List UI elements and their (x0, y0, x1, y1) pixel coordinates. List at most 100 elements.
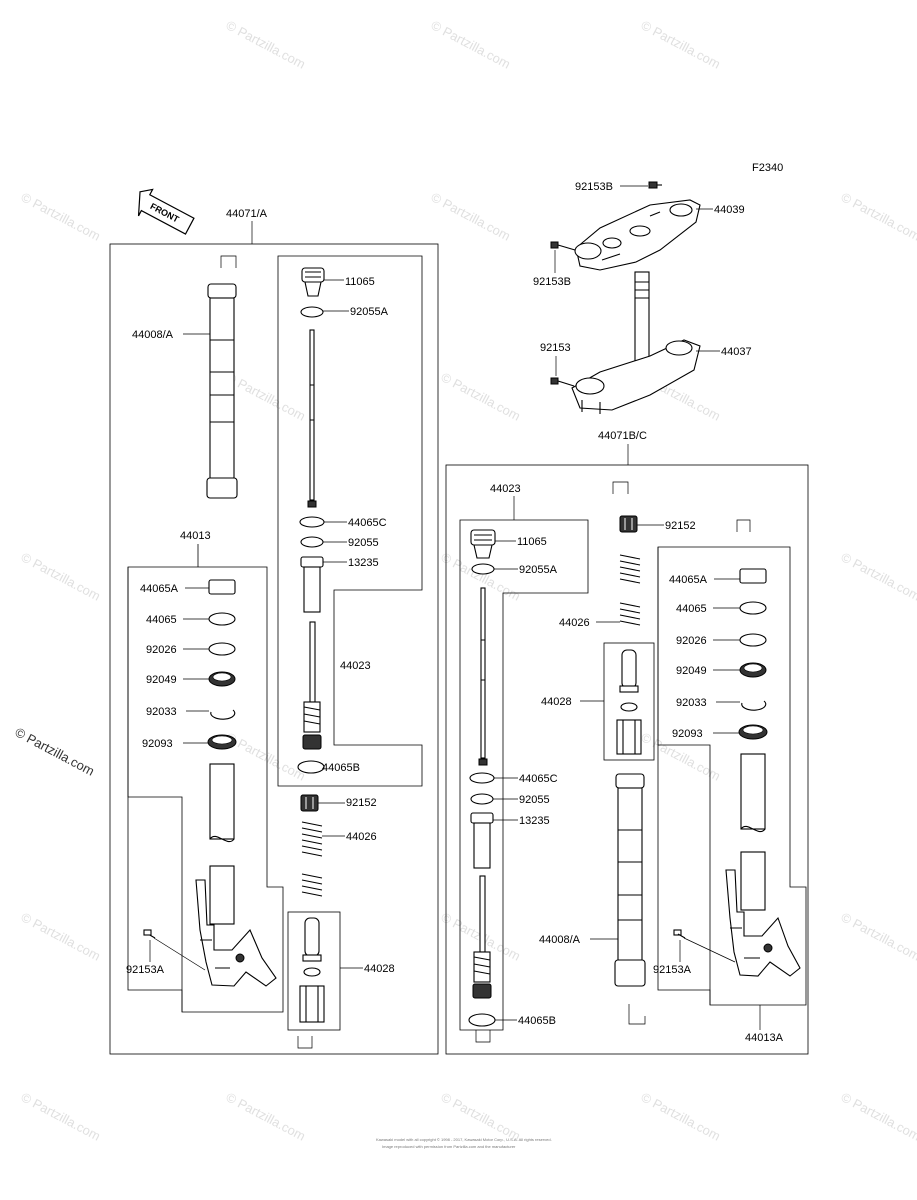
label-44065b-l: 44065B (322, 762, 360, 774)
cartridge-44028 (299, 917, 325, 1023)
watermark: © Partzilla.com (429, 17, 513, 71)
right-assembly-box (445, 464, 809, 1055)
oring-92055a (300, 306, 324, 318)
label-44065c-r: 44065C (519, 773, 558, 785)
cartridge-box-44023 (277, 255, 423, 787)
oring-92055a-r (471, 563, 495, 575)
spring-44026-r (619, 554, 641, 626)
label-92055-r: 92055 (519, 794, 550, 806)
label-92153b: 92153B (533, 276, 571, 288)
label-92153: 92153 (540, 342, 571, 354)
nut-92152 (300, 794, 319, 812)
label-13235-r: 13235 (519, 815, 550, 827)
label-44028-r: 44028 (541, 696, 572, 708)
front-arrow-icon: FRONT (137, 188, 195, 235)
watermark: © Partzilla.com (19, 1089, 103, 1143)
inner-tube (195, 763, 277, 987)
label-44065: 44065 (146, 614, 177, 626)
watermark: © Partzilla.com (439, 1089, 523, 1143)
cartridge-44028-r (616, 649, 642, 755)
label-92153b-top: 92153B (575, 181, 613, 193)
label-11065-r: 11065 (517, 536, 547, 548)
watermark: © Partzilla.com (839, 189, 917, 243)
label-44013a: 44013A (745, 1032, 784, 1044)
left-assembly-box (109, 243, 439, 1055)
label-44039: 44039 (714, 204, 745, 216)
label-44065a: 44065A (140, 583, 179, 595)
snap-ring-92033 (210, 709, 236, 720)
label-44023-l: 44023 (340, 660, 371, 672)
inner-tube-r (725, 753, 801, 977)
collar-44065b (297, 760, 325, 774)
label-92153a-r: 92153A (653, 964, 692, 976)
watermark: © Partzilla.com (439, 369, 523, 423)
label-92033-r: 92033 (676, 697, 707, 709)
watermark: © Partzilla.com (839, 909, 917, 963)
snap-ring-92033-r (741, 700, 767, 711)
label-92049-r: 92049 (676, 665, 707, 677)
label-44026-l: 44026 (346, 831, 377, 843)
nut-92152-r (619, 515, 638, 533)
oring-92055 (300, 536, 324, 548)
cap-11065-r (470, 529, 496, 559)
watermark: © Partzilla.com (429, 189, 513, 243)
label-44026-r: 44026 (559, 617, 590, 629)
collar-44065c (299, 516, 325, 528)
bushing-44065a-r (739, 568, 767, 584)
label-44028-l: 44028 (364, 963, 395, 975)
label-44023-r-top: 44023 (490, 483, 521, 495)
side-watermark: © Partzilla.com (13, 724, 97, 778)
watermark: © Partzilla.com (224, 369, 308, 423)
watermark: © Partzilla.com (639, 17, 723, 71)
watermark: © Partzilla.com (19, 909, 103, 963)
label-92033: 92033 (146, 706, 177, 718)
label-13235-l: 13235 (348, 557, 379, 569)
diagram-code: F2340 (752, 162, 783, 174)
bolt-92153a (143, 929, 206, 971)
label-44065c-l: 44065C (348, 517, 387, 529)
collar-44065b-r (468, 1013, 496, 1027)
lower-bracket-44037 (571, 271, 701, 414)
watermark: © Partzilla.com (224, 729, 308, 783)
label-44037: 44037 (721, 346, 752, 358)
upper-bracket-44039 (574, 199, 701, 271)
label-44071-a: 44071/A (226, 208, 268, 220)
label-92153a: 92153A (126, 964, 165, 976)
bolt-92153b-top (648, 181, 662, 189)
label-92152-r: 92152 (665, 520, 696, 532)
label-92055a-r: 92055A (519, 564, 558, 576)
oring-92055-r (470, 793, 494, 805)
bushing-44065a (208, 579, 236, 595)
label-92026-r: 92026 (676, 635, 707, 647)
guide-13235-r (470, 812, 494, 869)
label-44065b-r: 44065B (518, 1015, 556, 1027)
lower-leg-box-44013a (657, 546, 807, 1006)
bushing-44065-r (739, 601, 767, 615)
cartridge-box-44028 (287, 911, 341, 1031)
watermark: © Partzilla.com (224, 17, 308, 71)
outer-tube-44008 (206, 255, 238, 499)
label-92026: 92026 (146, 644, 177, 656)
watermark: © Partzilla.com (19, 549, 103, 603)
label-44065a-r: 44065A (669, 574, 708, 586)
label-92055-l: 92055 (348, 537, 379, 549)
watermark: © Partzilla.com (19, 189, 103, 243)
bushing-44065 (208, 612, 236, 626)
label-92055a-l: 92055A (350, 306, 389, 318)
cartridge-box-44028-r (603, 642, 655, 761)
label-44008-r: 44008/A (539, 934, 581, 946)
copyright-line-1: Kawasaki model with all copyright © 1998… (376, 1137, 552, 1142)
washer-92026-r (739, 633, 767, 647)
watermark: © Partzilla.com (639, 1089, 723, 1143)
label-92093-r: 92093 (672, 728, 703, 740)
bolt-92153 (550, 377, 575, 387)
copyright-line-2: Image reproduced with permission from Pa… (382, 1144, 516, 1149)
cartridge-box-44023-r (459, 519, 589, 1031)
label-44013: 44013 (180, 530, 211, 542)
label-44008-a: 44008/A (132, 329, 174, 341)
label-92049: 92049 (146, 674, 177, 686)
collar-44065c-r (469, 772, 495, 784)
label-44071b-c: 44071B/C (598, 430, 647, 442)
watermark: © Partzilla.com (224, 1089, 308, 1143)
